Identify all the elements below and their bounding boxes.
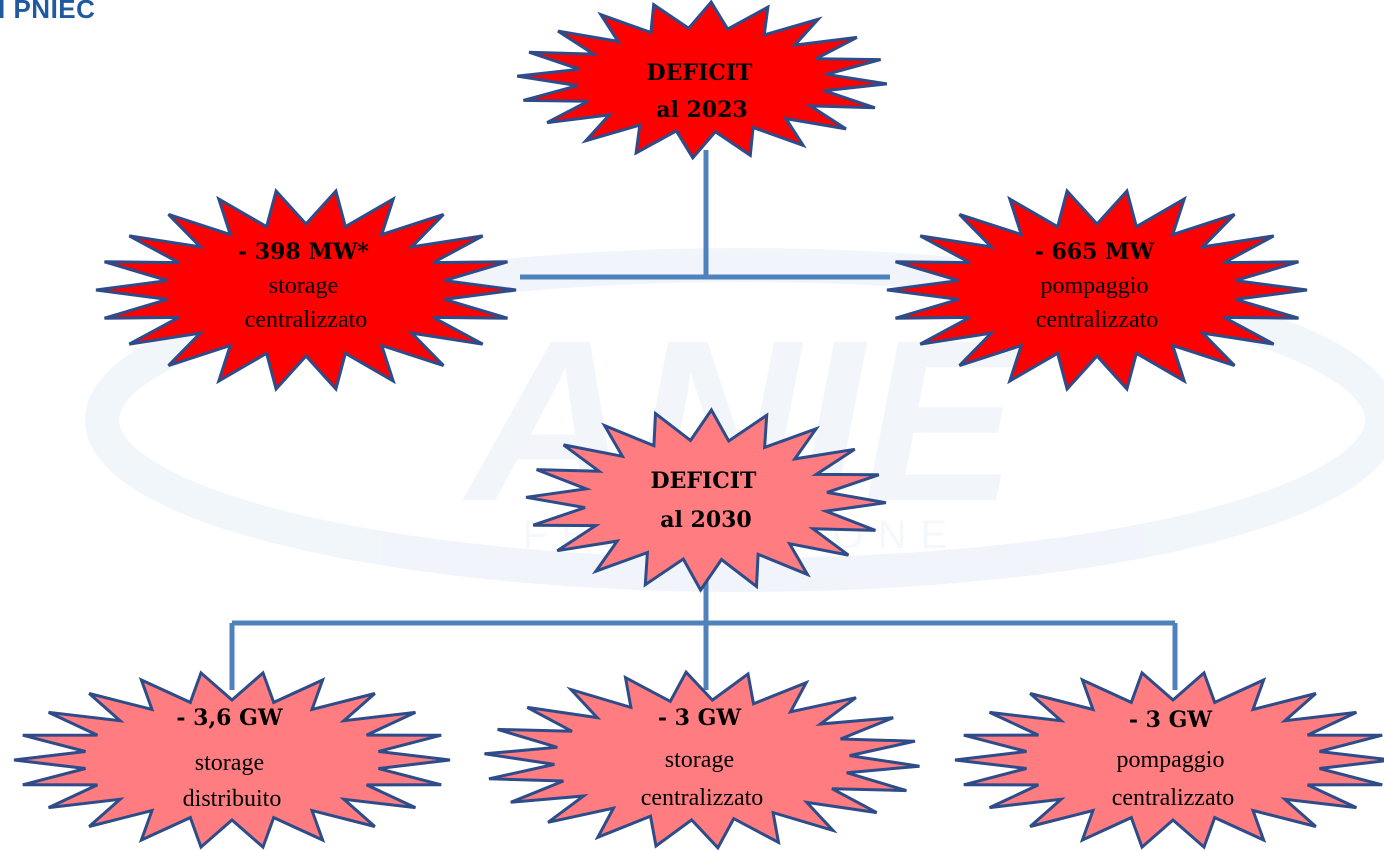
storage-centralizzato-2030-star — [484, 669, 920, 851]
deficit-2023-left-label: - 398 MW* storage centralizzato — [238, 239, 374, 333]
bottom-right-value: - 3 GW — [1129, 707, 1213, 733]
bottom-right-line2: pompaggio — [1116, 747, 1224, 773]
bottom-right-line3: centralizzato — [1112, 785, 1235, 811]
deficit-2023-line2: al 2023 — [656, 97, 748, 123]
deficit-2030-star — [525, 407, 887, 593]
deficit-2030-line2: al 2030 — [660, 507, 752, 533]
bottom-middle-value: - 3 GW — [658, 705, 742, 731]
deficit-2023-right-label: - 665 MW pompaggio centralizzato — [1035, 239, 1160, 333]
deficit-2030-line1: DEFICIT — [650, 468, 757, 494]
left-2023-value: - 398 MW* — [238, 239, 369, 265]
page-title: I PNIEC — [0, 0, 96, 24]
deficit-2030-label: DEFICIT al 2030 — [650, 468, 761, 533]
bottom-middle-line3: centralizzato — [641, 785, 764, 811]
storage-centralizzato-2023-star — [95, 187, 517, 393]
deficit-2023-line1: DEFICIT — [646, 60, 753, 86]
deficit-2030-left-label: - 3,6 GW storage distribuito — [176, 705, 287, 812]
bottom-left-value: - 3,6 GW — [176, 705, 283, 731]
deficit-2030-right-label: - 3 GW pompaggio centralizzato — [1112, 707, 1235, 811]
deficit-2023-label: DEFICIT al 2023 — [646, 60, 757, 123]
deficit-2030-middle-label: - 3 GW storage centralizzato — [641, 705, 764, 811]
bottom-middle-line2: storage — [665, 747, 734, 773]
right-2023-line3: centralizzato — [1036, 307, 1159, 333]
bottom-left-line2: storage — [195, 750, 264, 776]
right-2023-line2: pompaggio — [1040, 273, 1148, 299]
deficit-2023-star — [516, 0, 888, 161]
storage-distribuito-2030-star — [13, 670, 451, 850]
left-2023-line2: storage — [269, 273, 338, 299]
right-2023-value: - 665 MW — [1035, 239, 1155, 265]
bottom-left-line3: distribuito — [183, 786, 282, 812]
pompaggio-centralizzato-2030-star — [954, 670, 1384, 850]
left-2023-line3: centralizzato — [245, 307, 368, 333]
pompaggio-centralizzato-2023-star — [886, 187, 1308, 393]
